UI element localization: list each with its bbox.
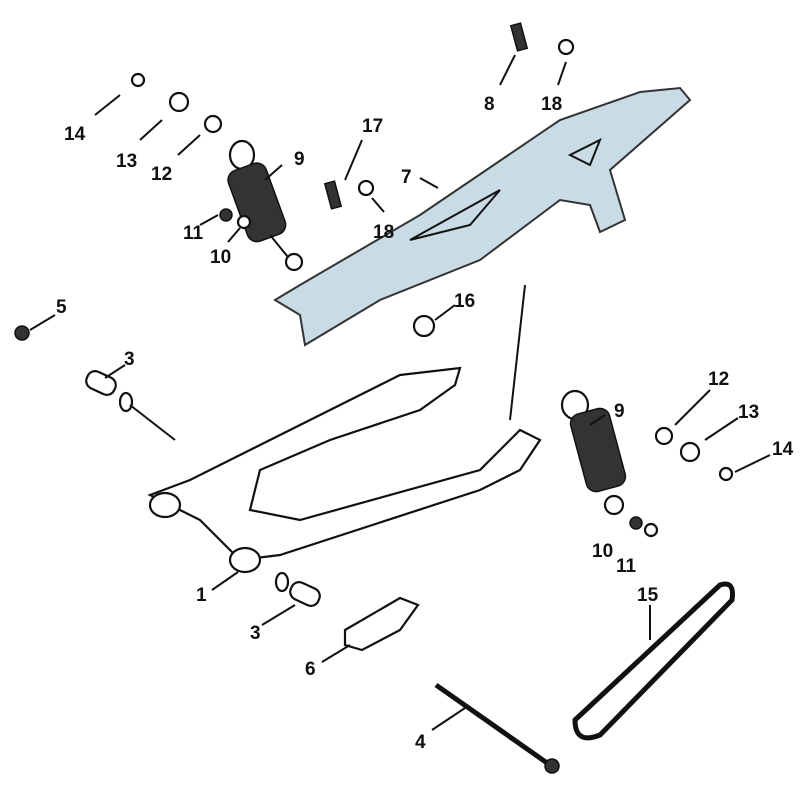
callout-13: 13: [738, 402, 759, 423]
axle-4: [434, 682, 552, 768]
callout-9: 9: [294, 149, 305, 170]
chain-guard-cutouts: [409, 137, 602, 241]
pivot-bushing-left: [148, 491, 182, 519]
washer-10-right: [629, 516, 643, 530]
nut-11-top: [219, 208, 233, 222]
callout-12: 12: [151, 164, 172, 185]
bolt-8: [509, 22, 529, 52]
callout-1: 1: [196, 585, 207, 606]
callout-7: 7: [401, 167, 412, 188]
callout-14: 14: [772, 439, 794, 460]
callout-18: 18: [541, 94, 562, 115]
chain-guard: [273, 86, 692, 347]
washer-13-right: [679, 441, 701, 463]
bushing-3-top: [85, 370, 117, 396]
bushing-3-bottom: [289, 581, 321, 607]
swingarm: [147, 366, 542, 562]
rear-shock-right: [560, 389, 627, 516]
leader-lines: [29, 54, 771, 731]
callout-13: 13: [116, 151, 137, 172]
callout-12: 12: [708, 369, 729, 390]
chain-slider-6: [343, 596, 420, 652]
callout-11: 11: [183, 223, 204, 244]
bolt-5: [14, 325, 30, 341]
nut-11-right: [643, 522, 659, 538]
drive-chain-15: [572, 581, 735, 741]
nut-16: [412, 314, 436, 338]
washer-18-top: [557, 38, 575, 56]
callout-9: 9: [614, 401, 625, 422]
washer-18-mid: [357, 179, 375, 197]
o-ring-bottom: [274, 571, 290, 593]
bolt-14-right: [718, 466, 734, 482]
callout-3: 3: [124, 349, 135, 370]
callout-11: 11: [616, 556, 637, 577]
callout-10: 10: [210, 247, 231, 268]
axle-nut: [544, 758, 560, 774]
washer-12-top: [203, 114, 223, 134]
pivot-bushing-right: [228, 546, 262, 574]
callout-8: 8: [484, 94, 495, 115]
callout-15: 15: [637, 585, 659, 606]
callout-10: 10: [592, 541, 613, 562]
rear-shock-left: [227, 139, 304, 272]
washer-13-top: [168, 91, 190, 113]
callout-5: 5: [56, 297, 67, 318]
callout-16: 16: [454, 291, 475, 312]
callout-14: 14: [64, 124, 86, 145]
callout-6: 6: [305, 659, 316, 680]
bolt-14-top: [130, 72, 146, 88]
washer-12-right: [654, 426, 674, 446]
callout-3: 3: [250, 623, 261, 644]
washer-10-top: [236, 214, 252, 230]
bolt-17: [323, 180, 343, 210]
callout-4: 4: [415, 732, 426, 753]
o-ring-top: [118, 391, 134, 413]
callout-18: 18: [373, 222, 394, 243]
callout-17: 17: [362, 116, 383, 137]
